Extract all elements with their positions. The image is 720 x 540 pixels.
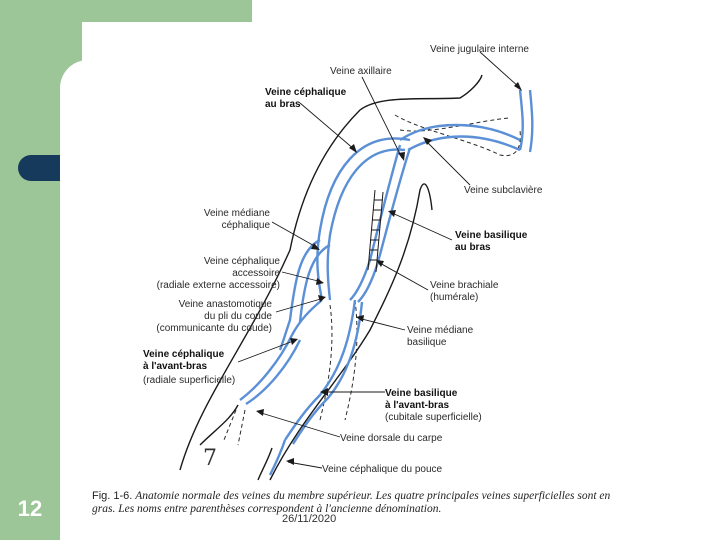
- label-basilique-bras-1: Veine basilique: [455, 230, 528, 241]
- label-ceph-pouce: Veine céphalique du pouce: [322, 464, 443, 475]
- label-anastomotique-3: (communicante du coude): [156, 323, 272, 334]
- deep-veins: [223, 114, 521, 446]
- label-cephalique-bras-2: au bras: [265, 99, 301, 110]
- label-basil-avant-bras-1: Veine basilique: [385, 388, 458, 399]
- label-anastomotique-2: du pli du coude: [204, 311, 272, 322]
- label-mediane-basil-2: basilique: [407, 337, 447, 348]
- label-mediane-ceph-1: Veine médiane: [203, 208, 270, 219]
- label-ceph-avant-bras-1: Veine céphalique: [143, 349, 225, 360]
- label-basil-avant-bras-3: (cubitale superficielle): [385, 412, 482, 423]
- content-card-corner: [60, 60, 90, 540]
- label-mediane-ceph-2: céphalique: [221, 220, 270, 231]
- label-ceph-access-1: Veine céphalique: [203, 256, 280, 267]
- slide-date: 26/11/2020: [282, 513, 337, 525]
- label-ceph-access-2: accessoire: [232, 268, 280, 279]
- label-basilique-bras-2: au bras: [455, 242, 491, 253]
- label-ceph-access-3: (radiale externe accessoire): [156, 280, 280, 291]
- label-subclaviere: Veine subclavière: [464, 185, 543, 196]
- caption-text: Anatomie normale des veines du membre su…: [92, 490, 611, 515]
- label-brachiale-1: Veine brachiale: [430, 280, 499, 291]
- arrowheads: [256, 82, 522, 465]
- superficial-veins: [239, 89, 534, 476]
- label-ceph-avant-bras-3: (radiale superficielle): [143, 375, 236, 386]
- slide-number: 12: [17, 496, 43, 521]
- label-ceph-avant-bras-2: à l'avant-bras: [143, 361, 208, 372]
- leader-lines: [237, 51, 521, 469]
- label-mediane-basil-1: Veine médiane: [407, 325, 474, 336]
- label-axillaire: Veine axillaire: [330, 66, 392, 77]
- label-anastomotique-1: Veine anastomotique: [178, 299, 272, 310]
- figure-caption: Fig. 1-6. Anatomie normale des veines du…: [92, 490, 612, 516]
- label-brachiale-2: (humérale): [430, 292, 479, 303]
- brachial-vein-ladder: [367, 189, 384, 273]
- handwritten-number: 7: [203, 446, 217, 471]
- label-jugulaire: Veine jugulaire interne: [430, 44, 529, 55]
- label-cephalique-bras-1: Veine céphalique: [265, 87, 347, 98]
- figure-ref: Fig. 1-6.: [92, 490, 133, 502]
- arm-outline: [179, 74, 483, 481]
- label-basil-avant-bras-2: à l'avant-bras: [385, 400, 450, 411]
- label-dorsale-carpe: Veine dorsale du carpe: [340, 433, 443, 444]
